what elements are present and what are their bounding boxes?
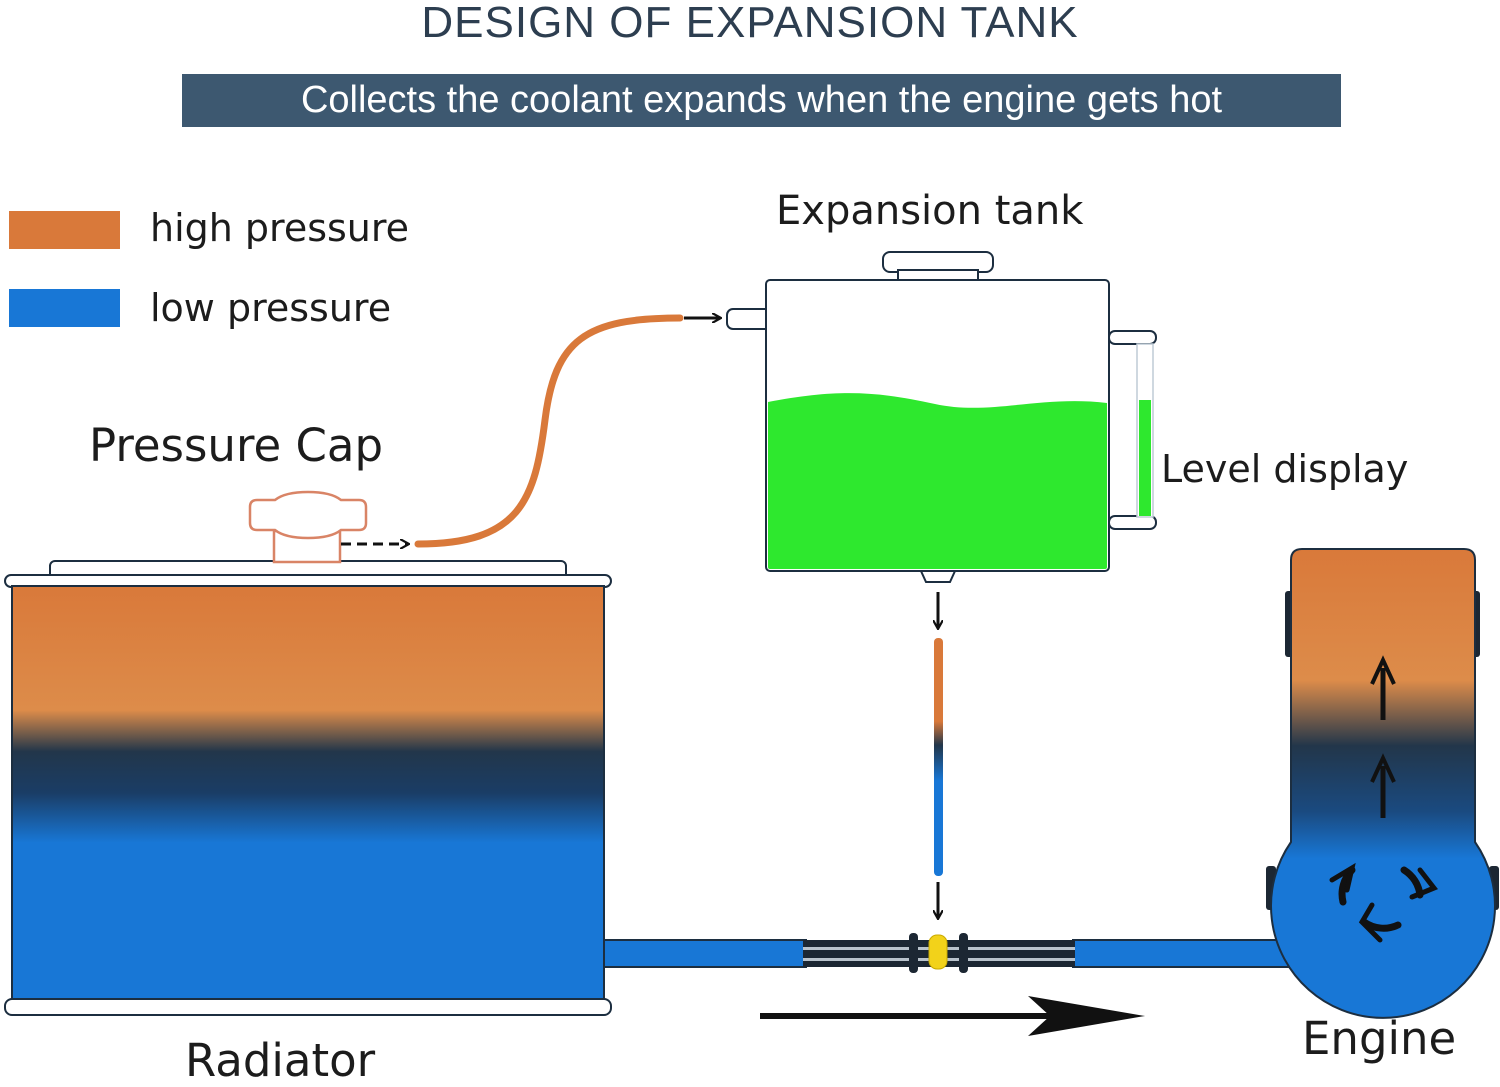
level-display-top-bracket: [1108, 330, 1157, 345]
radiator: [4, 560, 612, 1016]
label-level-display: Level display: [1161, 447, 1409, 491]
engine: [1266, 548, 1499, 1019]
subtitle-banner: Collects the coolant expands when the en…: [182, 74, 1341, 127]
overflow-hose: [414, 314, 684, 548]
level-display-bottom-bracket: [1108, 515, 1157, 530]
label-radiator: Radiator: [185, 1034, 376, 1087]
junction-valve: [928, 934, 948, 970]
tank-drain: [919, 570, 957, 583]
label-engine: Engine: [1302, 1012, 1457, 1065]
radiator-bottom-rail: [4, 998, 612, 1016]
legend-label-low-pressure: low pressure: [150, 286, 392, 330]
junction-fitting: [803, 933, 1075, 973]
expansion-tank: [726, 251, 1157, 583]
tank-coolant: [768, 393, 1107, 569]
legend-swatch-low-pressure: [9, 289, 120, 327]
pressure-cap: [248, 490, 368, 564]
return-pipe: [934, 638, 943, 876]
level-display-coolant: [1139, 400, 1151, 516]
legend-label-high-pressure: high pressure: [150, 206, 410, 250]
tank-cap-neck: [897, 269, 979, 281]
pump-rotation-icon: [1329, 862, 1438, 943]
radiator-core: [11, 585, 605, 1001]
pressure-cap-handle: [248, 490, 368, 540]
diagram-title: DESIGN OF EXPANSION TANK: [421, 0, 1079, 47]
label-expansion-tank: Expansion tank: [776, 188, 1084, 234]
flow-arrow: [760, 996, 1145, 1036]
pipe-left: [603, 939, 807, 968]
legend-swatch-high-pressure: [9, 211, 120, 249]
label-pressure-cap: Pressure Cap: [89, 419, 384, 472]
subtitle-text: Collects the coolant expands when the en…: [300, 79, 1223, 121]
